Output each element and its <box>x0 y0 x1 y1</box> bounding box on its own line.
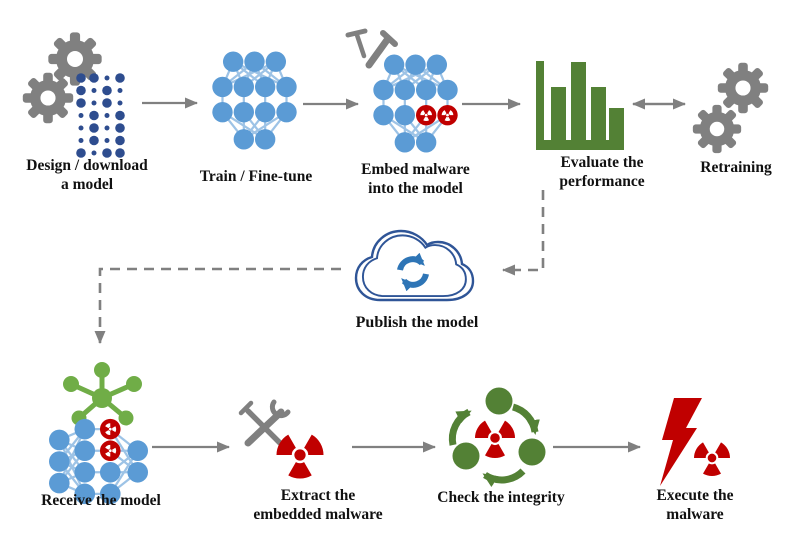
gears-and-dataset-icon <box>22 32 125 158</box>
dataset-dots-icon <box>76 73 125 158</box>
evaluate-label: Evaluate the performance <box>559 154 645 191</box>
execute-label: Execute the malware <box>656 487 734 524</box>
dashed-arrow-publish-to-receive <box>94 267 341 344</box>
molecule-icon <box>63 362 142 426</box>
bar-chart-icon <box>536 61 624 150</box>
cloud-icon <box>354 229 475 302</box>
gear-icon <box>22 72 74 124</box>
cloud-sync-icon <box>354 229 475 302</box>
radiation-icon <box>694 442 730 476</box>
gears-icon <box>692 62 769 154</box>
lightning-bolt-icon <box>660 398 702 486</box>
recycle-arrows-icon <box>448 403 540 488</box>
sync-icon <box>397 252 429 292</box>
nails-icon <box>345 28 398 69</box>
gear-icon <box>692 104 742 154</box>
wrench-screwdriver-icon <box>238 399 291 447</box>
design-label: Design / download a model <box>26 157 148 194</box>
dashed-arrow-evaluate-to-publish <box>502 190 545 276</box>
neural-network-icon <box>206 50 303 152</box>
train-label: Train / Fine-tune <box>199 168 313 185</box>
radiation-icon <box>475 420 515 458</box>
extract-label: Extract the embedded malware <box>253 487 383 524</box>
neural-network-malware-icon <box>367 53 464 155</box>
embed-label: Embed malware into the model <box>361 161 470 198</box>
lightning-radiation-icon <box>660 398 730 486</box>
radiation-icon <box>276 434 324 479</box>
check-label: Check the integrity <box>437 489 565 506</box>
retrain-label: Retraining <box>700 159 772 176</box>
recycle-radiation-icon <box>448 387 546 488</box>
gear-icon <box>717 62 769 114</box>
receive-label: Receive the model <box>41 492 161 509</box>
publish-label: Publish the model <box>355 314 479 331</box>
